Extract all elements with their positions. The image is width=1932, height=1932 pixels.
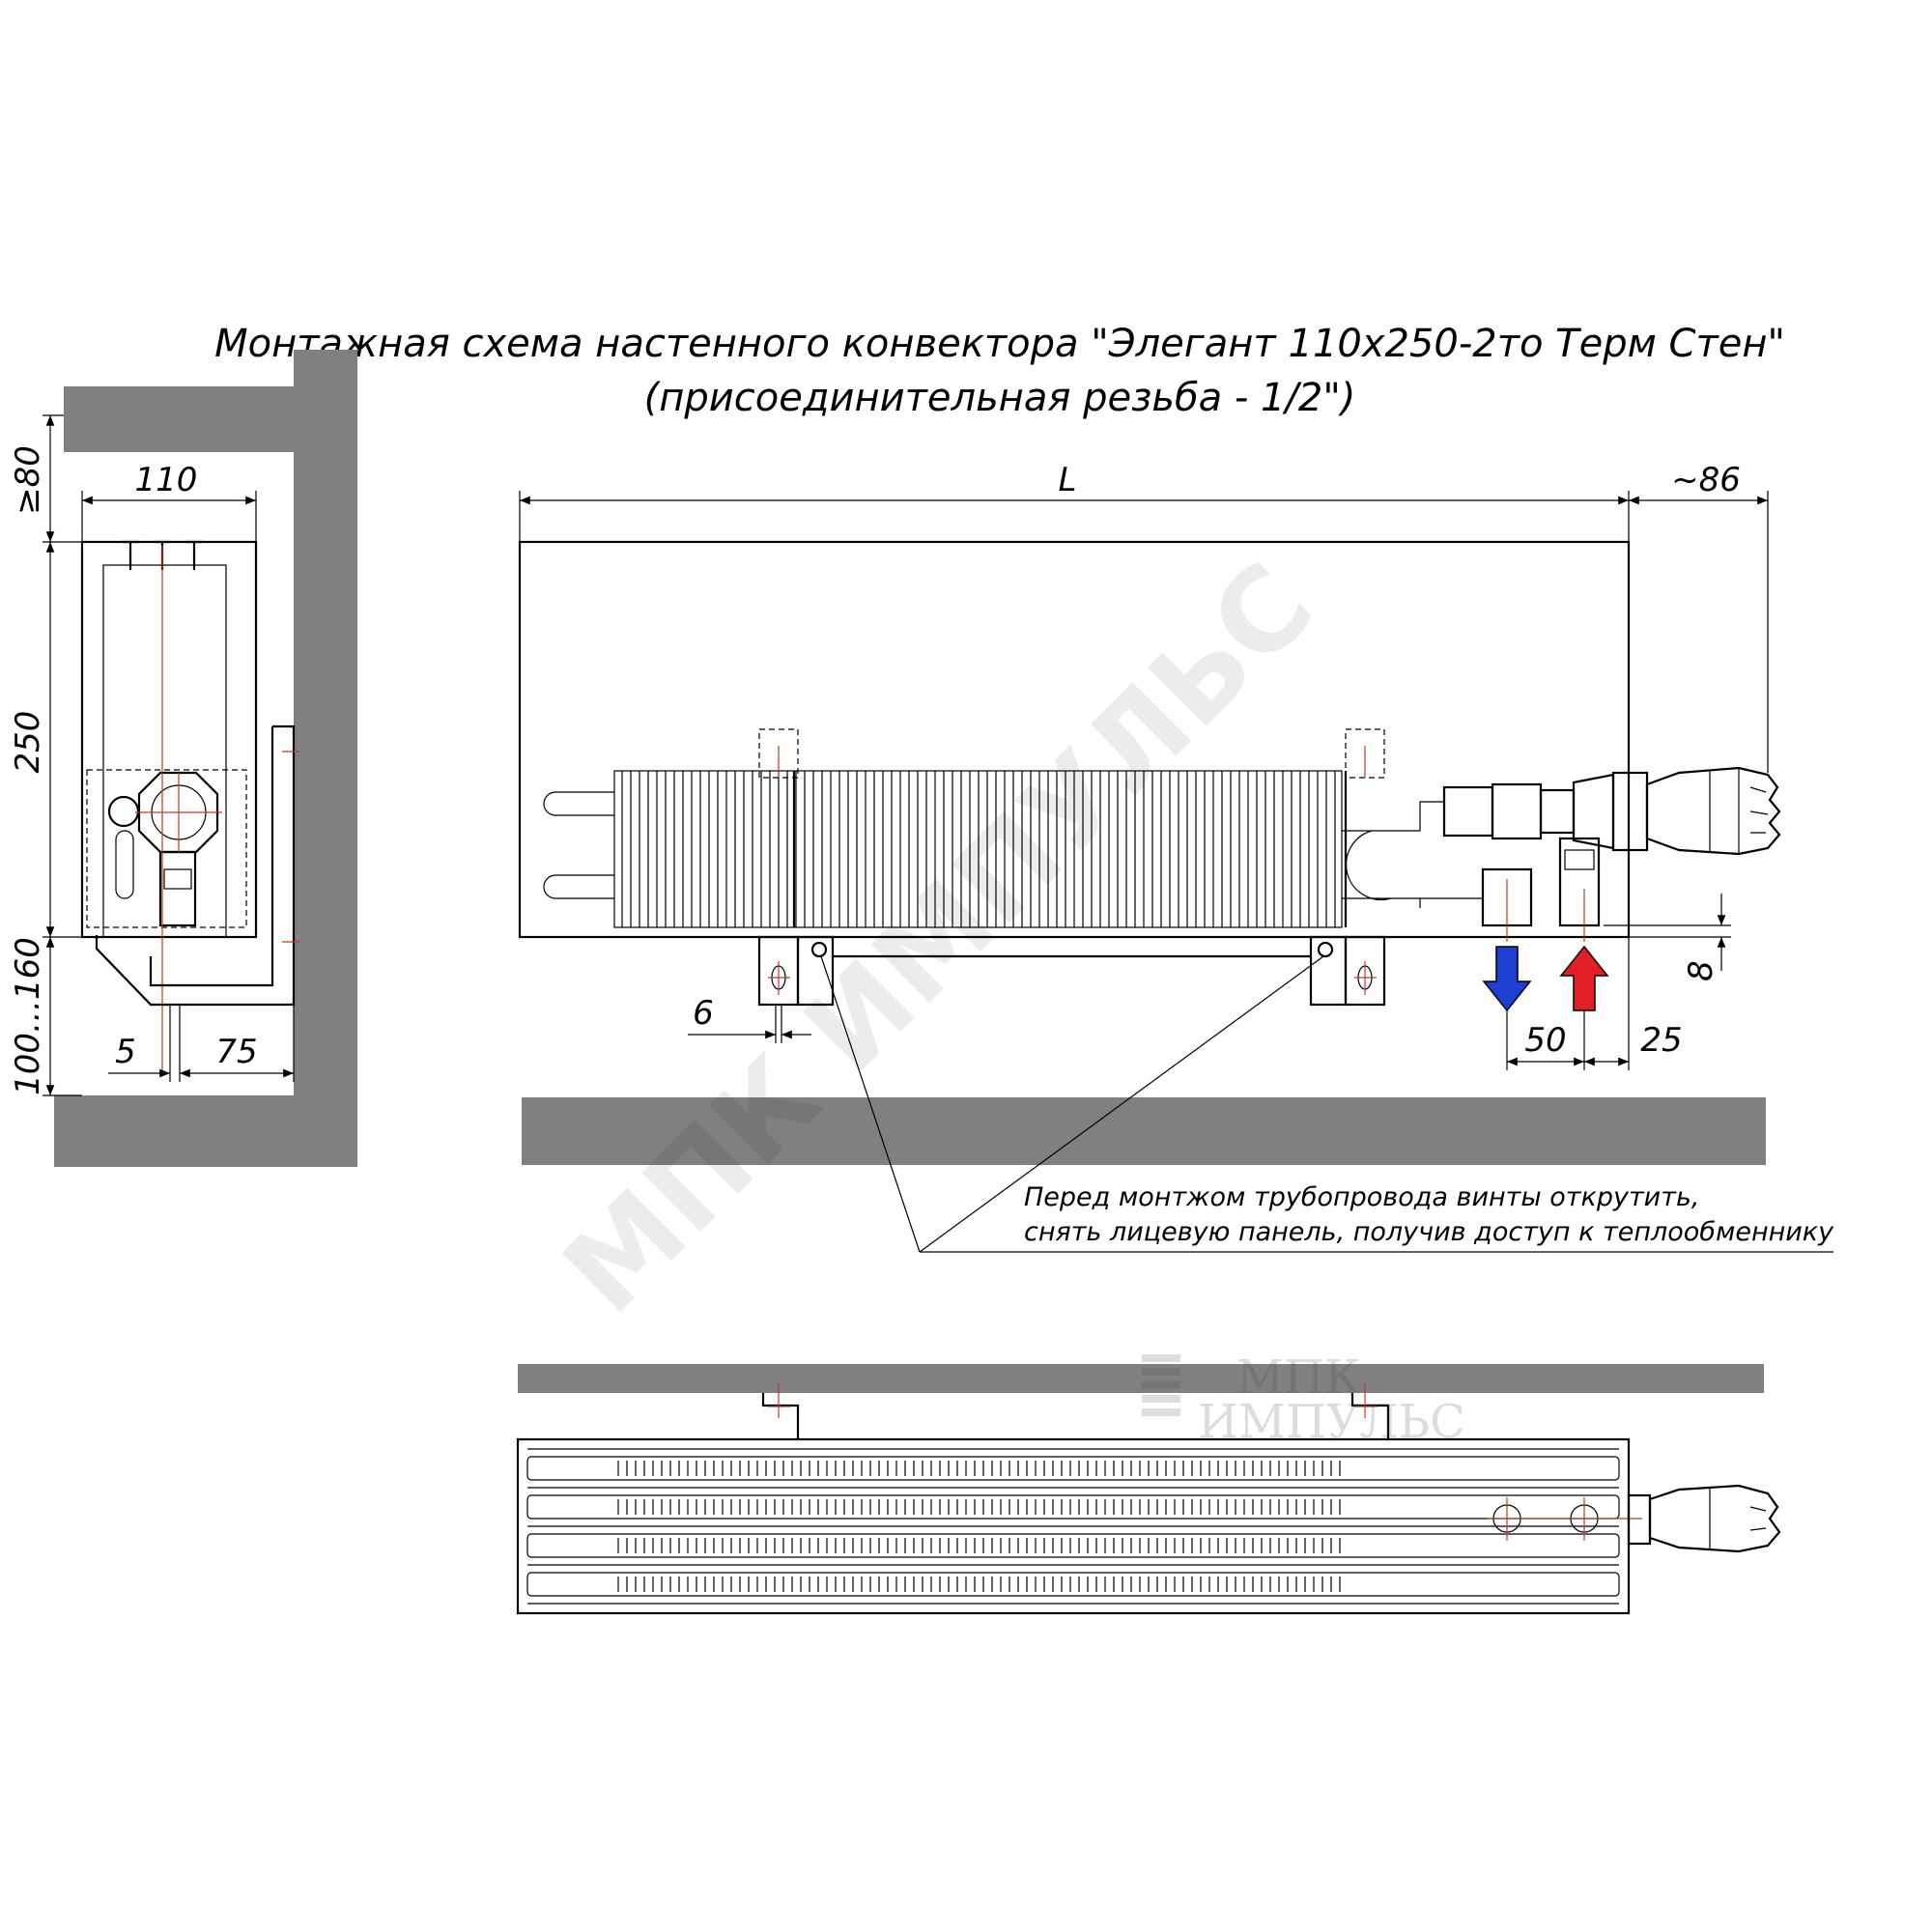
convector-front-body xyxy=(518,540,1631,939)
dim-side-height: 250 xyxy=(9,711,47,774)
diagram-title-line2: (присоединительная резьба - 1/2") xyxy=(644,376,1356,420)
installation-note-line1: Перед монтжом трубопровода винты открути… xyxy=(1024,1182,1699,1212)
watermark-logo: МПК ИМПУЛЬС xyxy=(1142,1350,1465,1449)
dim-offset-wall: 75 xyxy=(215,1033,257,1071)
diagram-title-line1: Монтажная схема настенного конвектора "Э… xyxy=(214,322,1785,366)
dim-top-clearance: ≥80 xyxy=(9,445,47,515)
dim-side-width: 110 xyxy=(135,461,198,499)
watermark-logo-line2: ИМПУЛЬС xyxy=(1198,1395,1465,1449)
valve-knob-side xyxy=(107,795,140,828)
watermark-logo-line1: МПК xyxy=(1236,1350,1360,1405)
thermostatic-head-top xyxy=(1648,1484,1781,1553)
dim-pipe-spacing: 50 xyxy=(1524,1021,1566,1060)
supply-arrow xyxy=(1559,945,1609,1011)
installation-note-line2: снять лицевую панель, получив доступ к т… xyxy=(1024,1217,1834,1247)
return-arrow xyxy=(1482,946,1532,1012)
floor-section xyxy=(522,1097,1766,1165)
dim-pipe-to-edge: 25 xyxy=(1640,1021,1682,1060)
side-view: 110 ≥80 250 100…160 5 75 xyxy=(9,350,357,1167)
dim-length: L xyxy=(1059,461,1077,499)
thermostatic-head xyxy=(1645,766,1781,856)
dim-floor-gap: 100…160 xyxy=(9,937,47,1095)
grille-slats xyxy=(526,1448,1620,1605)
grille-slot xyxy=(526,1456,1620,1481)
dim-valve-projection: ~86 xyxy=(1671,461,1741,499)
screw-right xyxy=(1317,941,1334,958)
dim-offset-small: 5 xyxy=(115,1033,136,1071)
convector-side-body xyxy=(80,540,258,939)
grille-slot xyxy=(526,1533,1620,1558)
grille-slot xyxy=(526,1494,1620,1520)
dim-bracket-width: 6 xyxy=(693,994,714,1033)
screw-left xyxy=(810,941,828,958)
wall-section-top xyxy=(518,1364,1764,1393)
wall-section xyxy=(54,350,357,1167)
dim-pipe-drop: 8 xyxy=(1682,960,1720,981)
front-view: L ~86 6 50 25 8 xyxy=(518,461,1833,1253)
grille-slot xyxy=(526,1572,1620,1597)
top-heat-exchanger-fins xyxy=(617,1461,1341,1592)
heat-exchanger-fins xyxy=(621,771,1348,927)
wall-bracket-side xyxy=(95,724,296,1007)
top-view xyxy=(516,1364,1781,1615)
